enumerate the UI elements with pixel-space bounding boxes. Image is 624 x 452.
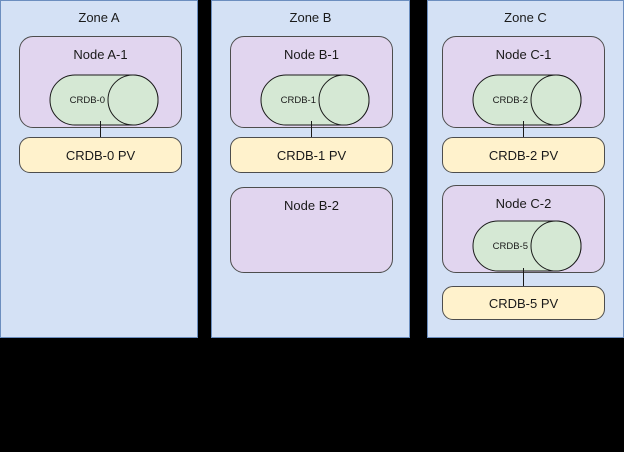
link-node-a-1-to-crdb-0-pv [100,121,101,141]
cylinder-shape [472,220,582,272]
database-icon-crdb-2[interactable]: CRDB-2 [472,74,582,126]
node-c-1[interactable]: Node C-1 CRDB-2 [442,36,605,128]
node-a-1[interactable]: Node A-1 CRDB-0 [19,36,182,128]
link-node-b-1-to-crdb-1-pv [311,121,312,141]
zone-a[interactable]: Zone A Node A-1 CRDB-0 CRDB-0 PV [0,0,198,338]
zone-c[interactable]: Zone C Node C-1 CRDB-2 CRDB-2 PV Node C-… [427,0,624,338]
link-node-c-1-to-crdb-2-pv [523,121,524,141]
database-icon-crdb-1[interactable]: CRDB-1 [260,74,370,126]
cylinder-shape [260,74,370,126]
pv-crdb-0-label: CRDB-0 PV [65,147,136,163]
node-c-2-title: Node C-2 [495,196,552,211]
pv-crdb-2[interactable]: CRDB-2 PV [442,137,605,173]
pv-crdb-2-label: CRDB-2 PV [488,147,559,163]
zone-b[interactable]: Zone B Node B-1 CRDB-1 CRDB-1 PV Node B-… [211,0,410,338]
cylinder-shape [472,74,582,126]
node-b-2-title: Node B-2 [284,198,339,213]
pv-crdb-0[interactable]: CRDB-0 PV [19,137,182,173]
node-a-1-title: Node A-1 [73,47,128,62]
zone-a-title: Zone A [78,10,120,25]
node-b-1-title: Node B-1 [284,47,339,62]
pv-crdb-1-label: CRDB-1 PV [276,147,347,163]
pv-crdb-1[interactable]: CRDB-1 PV [230,137,393,173]
zone-c-title: Zone C [504,10,547,25]
node-b-2[interactable]: Node B-2 [230,187,393,273]
zone-b-title: Zone B [289,10,332,25]
database-icon-crdb-0[interactable]: CRDB-0 [49,74,159,126]
cylinder-shape [49,74,159,126]
pv-crdb-5[interactable]: CRDB-5 PV [442,286,605,320]
node-c-2[interactable]: Node C-2 CRDB-5 [442,185,605,273]
node-b-1[interactable]: Node B-1 CRDB-1 [230,36,393,128]
pv-crdb-5-label: CRDB-5 PV [488,295,559,311]
link-node-c-2-to-crdb-5-pv [523,268,524,287]
database-icon-crdb-5[interactable]: CRDB-5 [472,220,582,272]
node-c-1-title: Node C-1 [495,47,552,62]
